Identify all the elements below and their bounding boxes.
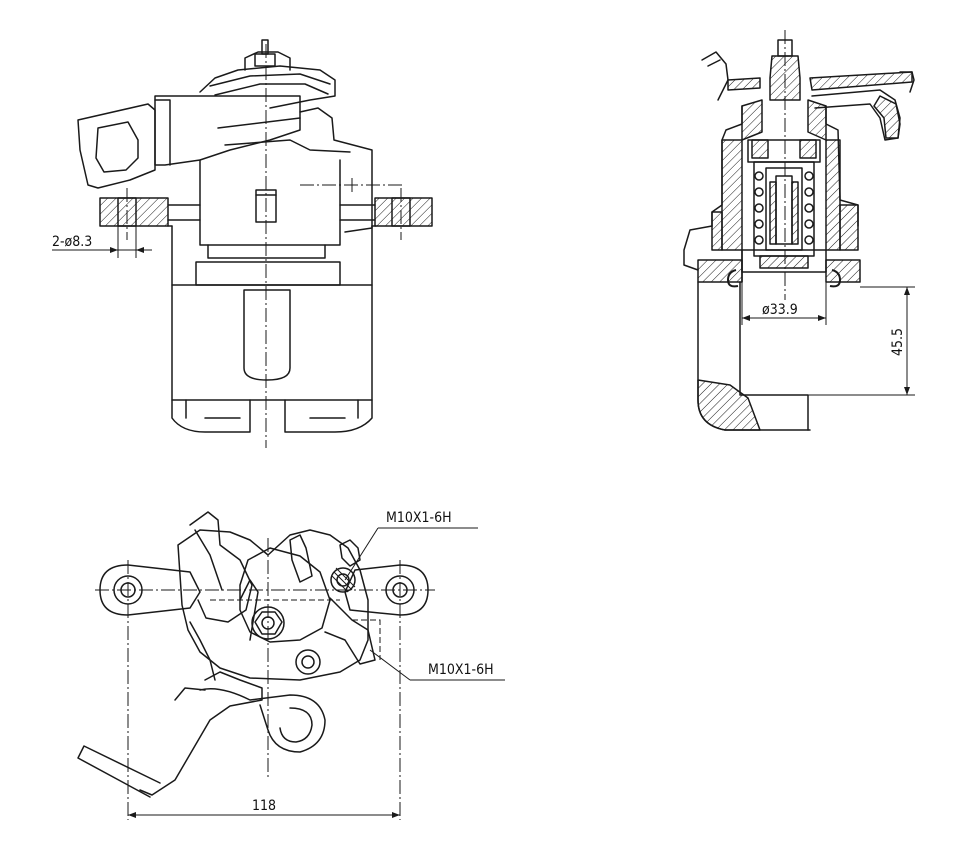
bleed-port [330,567,356,593]
rear-view: M10X1-6H M10X1-6H 118 [77,510,505,820]
front-view: 2-ø8.3 [52,39,433,448]
width-dimension-label: 118 [252,798,276,814]
bore-dimension-label: ø33.9 [762,302,798,318]
height-dimension-label: 45.5 [890,328,906,356]
section-view: ø33.9 45.5 [683,30,915,431]
thread-label-bottom: M10X1-6H [428,662,494,678]
thread-label-top: M10X1-6H [386,510,452,526]
spring-coils-left [754,171,764,245]
hole-dimension-label: 2-ø8.3 [52,234,92,250]
spring-coils-right [804,171,814,245]
